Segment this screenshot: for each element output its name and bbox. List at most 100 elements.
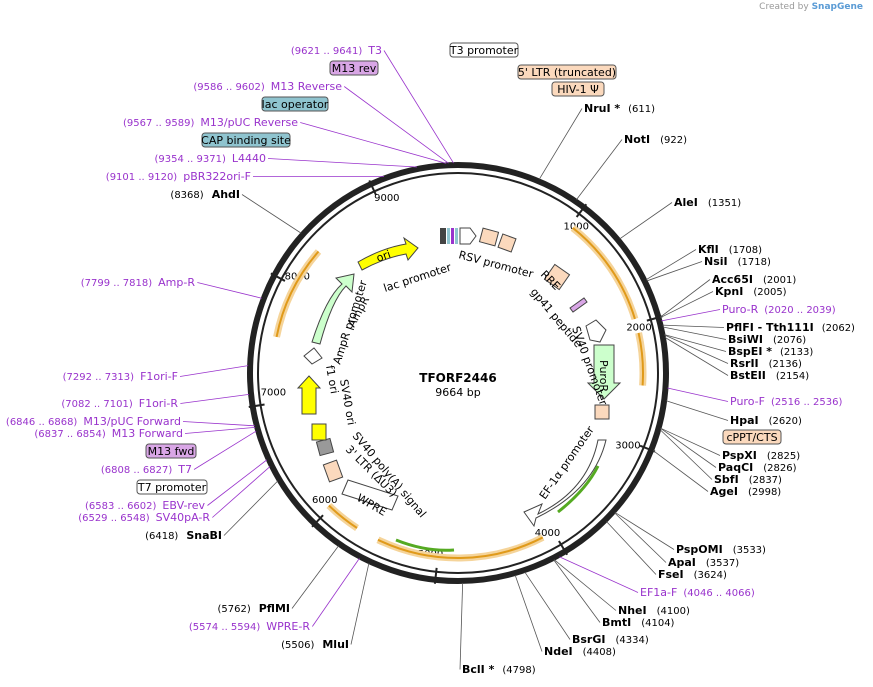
primer-m13-puc-reverse: (9567 .. 9589)M13/pUC Reverse bbox=[123, 116, 298, 129]
leader-site-right-0 bbox=[538, 108, 583, 180]
site-bsteii: BstEII(2154) bbox=[730, 369, 809, 382]
feature-puror-arrow bbox=[586, 344, 622, 400]
site-ahdi: (8368)AhdI bbox=[170, 188, 240, 201]
leader-site-right-15 bbox=[659, 429, 713, 480]
leader-primer-left-9 bbox=[184, 426, 256, 434]
tick-label-3000: 3000 bbox=[615, 441, 640, 452]
snapgene-logo: SnapGene bbox=[811, 2, 863, 12]
leader-site-right-4 bbox=[646, 261, 703, 282]
feature-ampr-arrow bbox=[311, 273, 355, 345]
feature-f1-ori-arrow bbox=[296, 375, 322, 415]
tick-1000 bbox=[575, 203, 588, 218]
feature-t3-promoter-arrow bbox=[459, 227, 477, 245]
site-ndei: NdeI(4408) bbox=[544, 645, 616, 658]
tick-label-9000: 9000 bbox=[374, 193, 399, 204]
plasmid-backbone bbox=[247, 162, 669, 584]
leader-primer-left-12 bbox=[212, 466, 271, 518]
feature-sv40-ori-block bbox=[311, 423, 327, 441]
left-primer-labels: (9621 .. 9641)T3 (9586 .. 9602)M13 Rever… bbox=[6, 44, 382, 633]
site-acc65i: Acc65I(2001) bbox=[712, 273, 796, 286]
feature-ampr-promoter-arrow bbox=[303, 347, 323, 365]
feature-sv40-polya-block bbox=[315, 437, 335, 457]
box-m13-rev-bg bbox=[329, 60, 379, 76]
site-nsii: NsiI(1718) bbox=[704, 255, 771, 268]
leader-primer-left-10 bbox=[193, 430, 257, 470]
leader-site-right-11 bbox=[664, 337, 729, 376]
box-lac-operator-bg bbox=[261, 96, 329, 112]
box-lac-operator: lac operator bbox=[262, 98, 329, 111]
site-fsei: FseI(3624) bbox=[658, 568, 727, 581]
leader-site-right-16 bbox=[652, 450, 709, 492]
box-5ltr-bg bbox=[517, 64, 617, 80]
leader-primer-left-1 bbox=[343, 86, 449, 164]
snapgene-credit: Created by SnapGene bbox=[759, 2, 863, 12]
feature-rre-block bbox=[543, 263, 571, 291]
leader-site-right-12 bbox=[666, 400, 729, 421]
leader-site-right-20 bbox=[553, 559, 617, 611]
leader-primer-left-5 bbox=[197, 282, 262, 299]
orf-arc-1 bbox=[637, 332, 644, 386]
leader-site-right-10 bbox=[664, 334, 729, 364]
box-cppt-cts: cPPT/CTS bbox=[726, 431, 777, 444]
label-ori: ori bbox=[375, 248, 393, 265]
feature-green-orf-2 bbox=[557, 465, 600, 514]
credit-prefix: Created by bbox=[759, 2, 809, 12]
leader-site-right-17 bbox=[614, 512, 675, 550]
leader-site-left-1 bbox=[223, 480, 279, 536]
primer-ef1a-f: EF1a-F(4046 .. 4066) bbox=[640, 586, 755, 599]
site-kfli: KflI(1708) bbox=[698, 243, 762, 256]
tick-6000 bbox=[311, 514, 324, 528]
site-noti: NotI(922) bbox=[624, 133, 687, 146]
feature-5ltr-block bbox=[478, 227, 500, 247]
leader-site-right-8 bbox=[662, 326, 727, 340]
leader-site-right-24 bbox=[459, 582, 464, 670]
leader-site-right-23 bbox=[514, 574, 543, 652]
feature-psi-block bbox=[497, 233, 517, 253]
feature-ori-arrow bbox=[357, 236, 419, 271]
leader-site-right-7 bbox=[662, 324, 725, 328]
tick-5000 bbox=[433, 567, 438, 584]
orf-arc-group bbox=[273, 225, 647, 562]
site-agei: AgeI(2998) bbox=[710, 485, 781, 498]
leader-site-left-3 bbox=[350, 563, 370, 645]
site-pspxi: PspXI(2825) bbox=[722, 449, 800, 462]
leader-site-right-2 bbox=[619, 202, 673, 240]
plasmid-backbone-inner bbox=[257, 172, 659, 574]
feature-lac-op-block bbox=[455, 228, 458, 244]
site-bmti: BmtI(4104) bbox=[602, 616, 675, 629]
box-cap-binding-site: CAP binding site bbox=[201, 134, 291, 147]
box-t3-promoter-bg bbox=[449, 42, 519, 58]
box-m13-rev: M13 rev bbox=[332, 62, 377, 75]
leader-site-right-3 bbox=[645, 249, 697, 281]
primer-puro-r: Puro-R(2020 .. 2039) bbox=[722, 303, 836, 316]
label-puror: PuroR bbox=[597, 360, 610, 392]
box-t7-promoter: T7 promoter bbox=[137, 481, 207, 494]
box-cap-binding-site-bg bbox=[201, 132, 291, 148]
leader-site-right-19 bbox=[606, 521, 657, 575]
leader-primer-right-2 bbox=[559, 556, 639, 593]
tick-2000 bbox=[646, 315, 663, 322]
site-bspei: BspEI *(2133) bbox=[728, 345, 813, 358]
feature-cap-block bbox=[447, 228, 450, 244]
label-rsv-promoter: RSV promoter bbox=[457, 248, 535, 281]
right-site-labels: NruI *(611) NotI(922) AleI(1351) KflI(17… bbox=[462, 102, 855, 676]
site-kpni: KpnI(2005) bbox=[715, 285, 787, 298]
primer-f1ori-f: (7292 .. 7313)F1ori-F bbox=[63, 370, 178, 383]
leader-site-right-9 bbox=[664, 334, 727, 352]
feature-3ltr-block bbox=[322, 459, 344, 483]
site-snabi: (6418)SnaBI bbox=[145, 529, 222, 542]
primer-puro-f: Puro-F(2516 .. 2536) bbox=[730, 395, 842, 408]
leader-primer-left-7 bbox=[180, 394, 250, 404]
primer-wpre-r: (5574 .. 5594)WPRE-R bbox=[189, 620, 310, 633]
label-f1-ori: f1 ori bbox=[323, 364, 341, 395]
feature-sv40-promoter-arrow bbox=[585, 319, 607, 343]
tick-8000 bbox=[270, 272, 286, 282]
box-5ltr: 5' LTR (truncated) bbox=[518, 66, 616, 79]
primer-m13-forward: (6837 .. 6854)M13 Forward bbox=[34, 427, 183, 440]
site-apai: ApaI(3537) bbox=[668, 556, 739, 569]
orf-arc-4 bbox=[328, 504, 358, 529]
site-pflfi-tth111i: PflFI - Tth111I(2062) bbox=[726, 321, 855, 334]
feature-gp41-block bbox=[569, 297, 588, 313]
site-bcli: BclI *(4798) bbox=[462, 663, 536, 676]
box-m13-fwd: M13 fwd bbox=[148, 445, 195, 458]
